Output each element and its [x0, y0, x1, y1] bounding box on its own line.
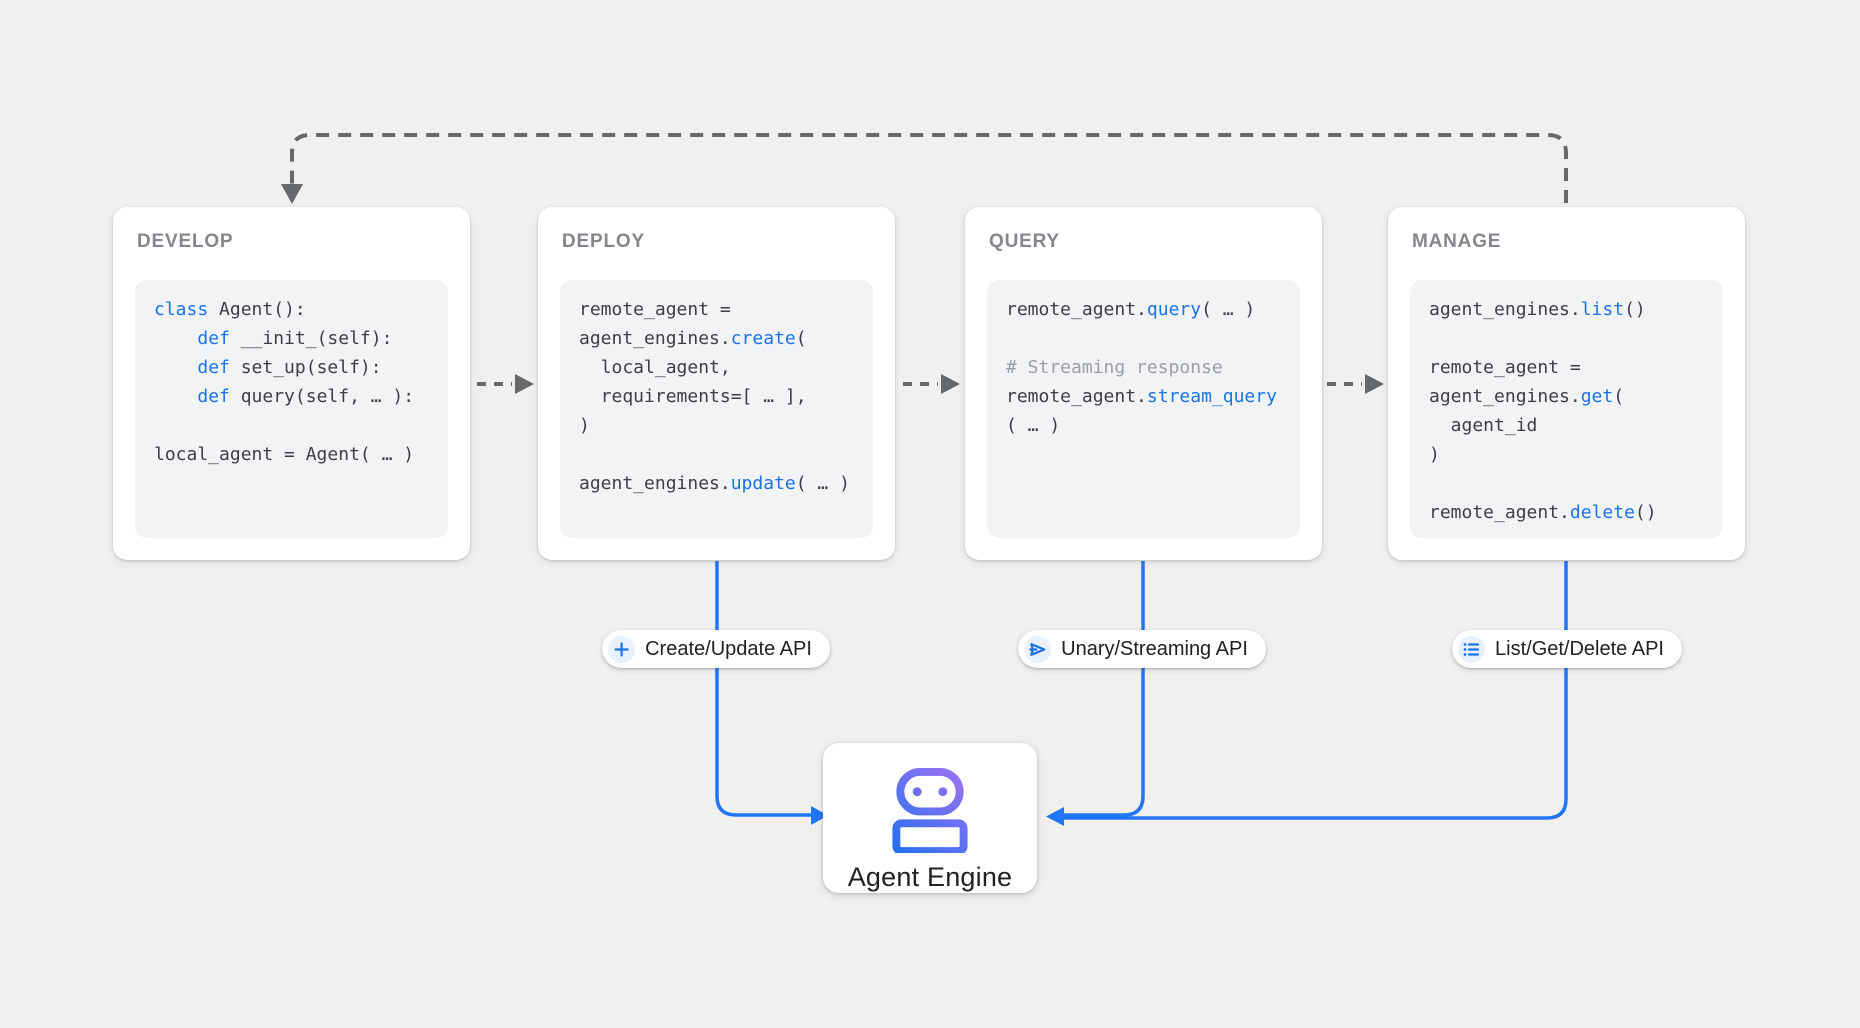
card-deploy-title: DEPLOY: [562, 231, 645, 252]
code-line: local_agent,: [579, 357, 731, 378]
code-line: local_agent = Agent( … ): [154, 444, 415, 465]
card-deploy-code: remote_agent = agent_engines.create( loca…: [560, 280, 873, 538]
badge-unary-streaming-api-label: Unary/Streaming API: [1061, 637, 1248, 660]
card-query-code: remote_agent.query( … ) # Streaming resp…: [987, 280, 1300, 538]
flow-arrowhead-query-manage-icon: [1365, 374, 1384, 394]
code-line: def set_up(self):: [197, 357, 382, 378]
wire-deploy-to-engine: [715, 561, 811, 817]
code-line: remote_agent =: [1429, 357, 1581, 378]
card-develop: DEVELOP class Agent(): def __init_(self)…: [113, 207, 470, 560]
wire-query-to-engine: [1064, 561, 1145, 817]
code-line: def query(self, … ):: [197, 386, 415, 407]
card-develop-title: DEVELOP: [137, 231, 234, 252]
badge-create-update-api: Create/Update API: [602, 630, 830, 668]
wire-arrowhead-deploy-icon: [811, 806, 828, 825]
badge-create-update-api-label: Create/Update API: [645, 637, 812, 660]
agent-engine-node: Agent Engine: [823, 743, 1037, 893]
plus-icon: [608, 635, 636, 663]
code-line: [1429, 324, 1704, 353]
code-line: agent_id: [1429, 415, 1538, 436]
code-line: [1429, 469, 1704, 498]
code-line: [1006, 324, 1281, 353]
card-manage-code: agent_engines.list() remote_agent = agent…: [1410, 280, 1723, 538]
loop-arrow-manage-to-develop: [290, 133, 1568, 203]
code-line: ): [579, 415, 590, 436]
card-query-title: QUERY: [989, 231, 1060, 252]
code-line: agent_engines.create(: [579, 328, 807, 349]
code-line: # Streaming response: [1006, 357, 1223, 378]
card-develop-code: class Agent(): def __init_(self): def se…: [135, 280, 448, 538]
code-line: requirements=[ … ],: [579, 386, 807, 407]
code-line: agent_engines.list(): [1429, 299, 1646, 320]
card-manage: MANAGE agent_engines.list() remote_agent…: [1388, 207, 1745, 560]
flow-arrowhead-develop-deploy-icon: [515, 374, 534, 394]
code-line: remote_agent.stream_query: [1006, 386, 1277, 407]
badge-list-get-delete-api-label: List/Get/Delete API: [1495, 637, 1664, 660]
card-query: QUERY remote_agent.query( … ) # Streamin…: [965, 207, 1322, 560]
code-line: agent_engines.update( … ): [579, 473, 850, 494]
badge-unary-streaming-api: Unary/Streaming API: [1018, 630, 1266, 668]
list-icon: [1458, 635, 1486, 663]
send-icon: [1024, 635, 1052, 663]
code-line: ( … ): [1006, 415, 1061, 436]
loop-arrowhead-icon: [281, 184, 303, 204]
code-line: [154, 411, 429, 440]
card-manage-title: MANAGE: [1412, 231, 1502, 252]
flow-arrowhead-deploy-query-icon: [941, 374, 960, 394]
badge-list-get-delete-api: List/Get/Delete API: [1452, 630, 1682, 668]
code-line: remote_agent =: [579, 299, 731, 320]
code-line: remote_agent.delete(): [1429, 502, 1657, 523]
agent-engine-label: Agent Engine: [847, 862, 1013, 892]
code-line: class Agent():: [154, 299, 306, 320]
code-line: def __init_(self):: [197, 328, 393, 349]
wire-arrowhead-engine-right-icon: [1046, 807, 1064, 826]
wire-manage-to-engine: [1064, 561, 1568, 820]
code-line: remote_agent.query( … ): [1006, 299, 1256, 320]
code-line: [579, 440, 854, 469]
code-line: agent_engines.get(: [1429, 386, 1625, 407]
card-deploy: DEPLOY remote_agent = agent_engines.creat…: [538, 207, 895, 560]
robot-icon: [892, 767, 968, 853]
code-line: ): [1429, 444, 1440, 465]
